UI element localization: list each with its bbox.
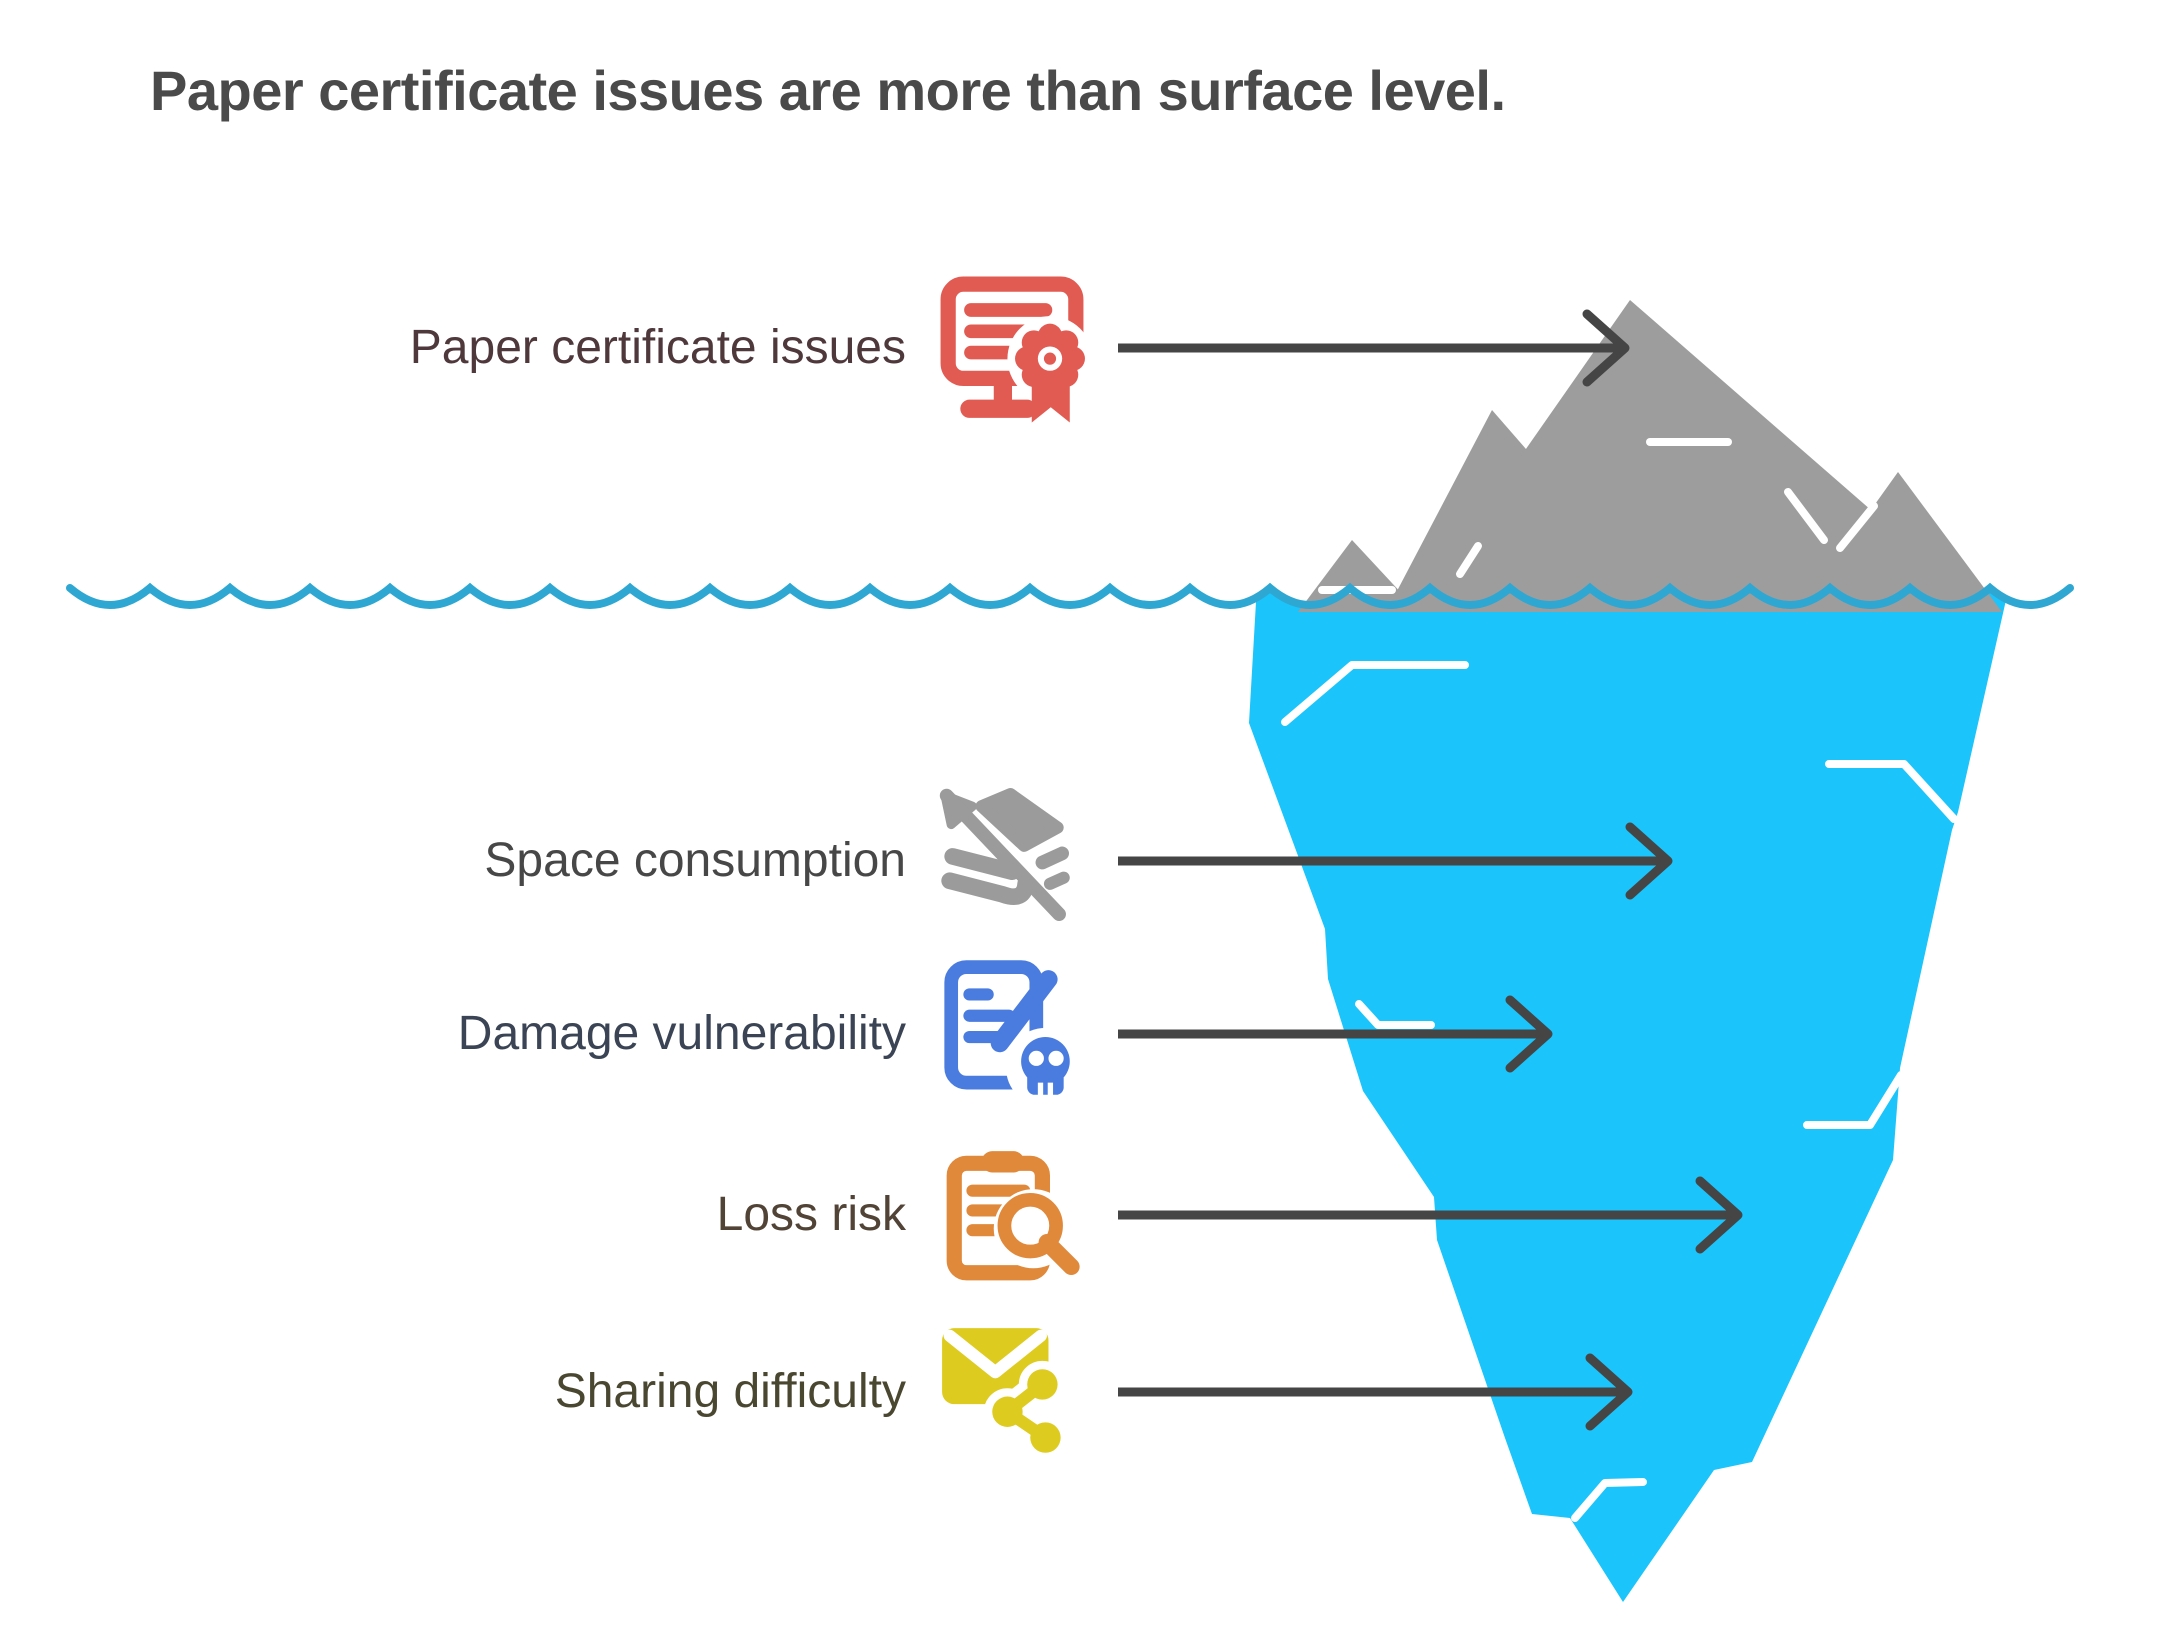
legend-row-space-consumption: Space consumption xyxy=(0,785,1088,937)
label-sharing-difficulty: Sharing difficulty xyxy=(554,1365,906,1418)
iceberg-crack-accents-below xyxy=(1281,661,1958,1522)
label-loss-risk: Loss risk xyxy=(716,1188,906,1241)
iceberg-below-water xyxy=(1249,588,2006,1602)
iceberg-above-water xyxy=(1298,300,2002,612)
space-consumption-icon xyxy=(939,788,1070,922)
certificate-icon xyxy=(940,276,1088,423)
arrow-loss-risk xyxy=(1118,1176,1743,1254)
page-title: Paper certificate issues are more than s… xyxy=(150,59,1506,122)
legend-row-paper-certificate-issues: Paper certificate issues xyxy=(0,272,1088,424)
arrow-space-consumption xyxy=(1118,822,1673,900)
legend-row-sharing-difficulty: Sharing difficulty xyxy=(0,1316,1088,1468)
label-damage-vulnerability: Damage vulnerability xyxy=(457,1007,906,1060)
arrow-damage-vulnerability xyxy=(1118,995,1553,1073)
arrow-sharing-difficulty xyxy=(1118,1353,1633,1431)
damage-vulnerability-icon xyxy=(944,960,1085,1107)
legend-row-damage-vulnerability: Damage vulnerability xyxy=(0,958,1088,1110)
label-paper-certificate-issues: Paper certificate issues xyxy=(409,321,906,374)
legend-row-loss-risk: Loss risk xyxy=(0,1139,1088,1291)
label-space-consumption: Space consumption xyxy=(484,834,906,887)
waterline xyxy=(66,582,2074,609)
sharing-difficulty-icon xyxy=(942,1328,1069,1462)
arrow-paper-certificate-issues xyxy=(1118,309,1630,387)
loss-risk-icon xyxy=(946,1151,1080,1281)
